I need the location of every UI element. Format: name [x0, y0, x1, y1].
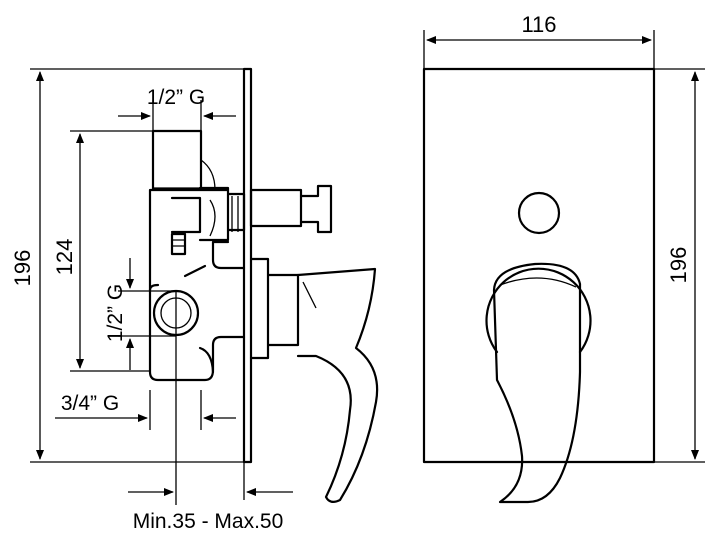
front-view: 116 196	[422, 12, 705, 504]
handle-front-edge	[499, 277, 577, 288]
label-height-side: 196	[10, 250, 35, 287]
label-width-front: 116	[521, 12, 556, 37]
top-inlet-stub	[151, 129, 203, 191]
label-inlet-spacing: 124	[52, 239, 77, 276]
wall-plate	[242, 67, 253, 464]
side-view: 196 124 1/2” G 1/2” G 3/4” G Min.35 - Ma…	[10, 67, 379, 533]
valve-body	[148, 188, 246, 382]
handle-collar	[249, 257, 300, 360]
label-install-depth: Min.35 - Max.50	[133, 510, 284, 533]
diverter-rod	[249, 188, 303, 228]
label-outlet: 3/4” G	[61, 392, 119, 415]
diverter-cartridge	[170, 186, 246, 242]
label-height-front: 196	[666, 247, 691, 284]
cartridge-detail	[209, 196, 239, 237]
escutcheon-disc	[485, 267, 592, 354]
label-top-inlet: 1/2” G	[147, 86, 205, 109]
diverter-button	[517, 191, 561, 235]
boss-fillet	[148, 283, 160, 292]
label-side-inlet: 1/2” G	[104, 284, 127, 342]
body-slant	[183, 264, 207, 278]
lever-handle-front	[492, 262, 582, 504]
lever-handle	[296, 267, 379, 504]
locking-block-detail	[172, 239, 185, 247]
locking-block	[170, 232, 187, 256]
diverter-knob	[299, 184, 333, 234]
bottom-outlet	[198, 346, 215, 374]
top-inlet-thread	[153, 159, 216, 191]
front-cover-plate	[422, 67, 656, 464]
handle-ridge	[302, 281, 317, 309]
